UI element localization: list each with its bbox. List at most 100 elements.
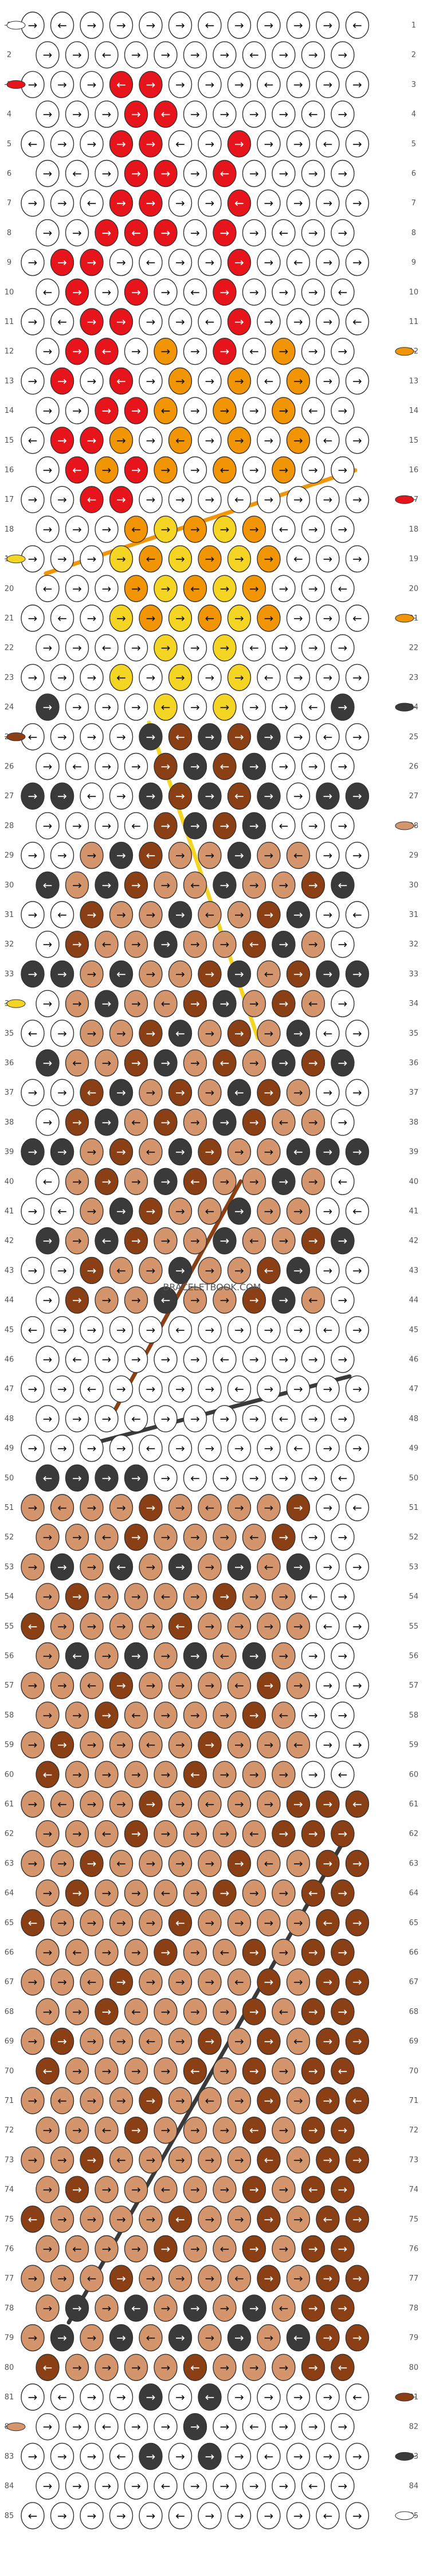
knot-shape xyxy=(21,1197,45,1225)
knot: → xyxy=(301,634,325,662)
knot-arrow-icon: ← xyxy=(323,2509,333,2523)
knot-arrow-icon: ← xyxy=(28,1916,38,1930)
knot-shape xyxy=(168,2027,193,2055)
knot-shape xyxy=(183,41,207,69)
knot: → xyxy=(168,1138,193,1166)
knot-arrow-icon: → xyxy=(234,1501,244,1515)
knot: → xyxy=(227,960,252,988)
knot-shape xyxy=(213,812,237,840)
knot-shape xyxy=(227,1256,252,1285)
knot-shape xyxy=(183,634,207,662)
knot-arrow-icon: → xyxy=(323,315,333,329)
knot: → xyxy=(50,1849,74,1878)
knot-shape xyxy=(286,1138,311,1166)
row-label-left: 28 xyxy=(5,822,14,830)
knot-arrow-icon: → xyxy=(43,404,53,417)
knot-arrow-icon: → xyxy=(28,1382,38,1396)
string-end-red xyxy=(6,80,26,89)
knot-shape xyxy=(227,308,252,335)
knot-arrow-icon: → xyxy=(161,1946,171,1960)
knot-arrow-icon: ← xyxy=(323,137,333,151)
knot-arrow-icon: → xyxy=(102,1946,112,1960)
knot: → xyxy=(331,2176,355,2203)
knot-arrow-icon: → xyxy=(131,1531,141,1544)
knot: → xyxy=(331,1642,355,1670)
knot: → xyxy=(257,604,281,632)
row-label-left: 4 xyxy=(7,110,11,119)
knot-arrow-icon: ← xyxy=(190,581,200,595)
knot-shape xyxy=(331,1286,355,1314)
knot: → xyxy=(154,871,178,899)
row-label-left: 20 xyxy=(5,584,14,593)
knot-shape xyxy=(316,1079,340,1106)
knot-shape xyxy=(183,1820,207,1848)
knot: → xyxy=(168,71,193,99)
knot-shape xyxy=(331,693,355,721)
knot-arrow-icon: → xyxy=(220,2360,230,2374)
knot: → xyxy=(65,1761,89,1789)
knot-shape xyxy=(272,812,296,840)
knot-shape xyxy=(286,189,311,217)
knot-shape xyxy=(80,901,104,928)
knot: ← xyxy=(139,248,163,276)
knot-arrow-icon: → xyxy=(43,2420,53,2434)
knot: → xyxy=(80,2502,104,2530)
knot-arrow-icon: → xyxy=(161,1708,171,1722)
knot-shape xyxy=(213,990,237,1017)
knot: → xyxy=(65,2472,89,2500)
knot-shape xyxy=(183,2235,207,2263)
knot: → xyxy=(198,960,222,988)
knot: → xyxy=(272,278,296,306)
knot-shape xyxy=(50,604,74,632)
knot-arrow-icon: → xyxy=(161,2301,171,2315)
knot: → xyxy=(227,248,252,276)
knot: → xyxy=(198,1375,222,1403)
knot: ← xyxy=(65,1049,89,1077)
knot: ← xyxy=(345,1494,370,1521)
knot-shape xyxy=(345,2324,370,2352)
knot-shape xyxy=(80,1909,104,1937)
knot: → xyxy=(316,1790,340,1818)
knot-arrow-icon: → xyxy=(352,1560,362,1574)
knot: → xyxy=(36,41,60,69)
knot-arrow-icon: → xyxy=(338,2420,348,2434)
row-label-left: 2 xyxy=(7,51,11,60)
knot: → xyxy=(21,545,45,573)
knot-arrow-icon: → xyxy=(72,1293,82,1307)
knot: ← xyxy=(154,100,178,128)
knot-shape xyxy=(139,130,163,158)
knot-arrow-icon: → xyxy=(205,1027,215,1040)
knot-arrow-icon: → xyxy=(72,285,82,299)
knot-shape xyxy=(301,2116,325,2144)
knot: → xyxy=(154,159,178,188)
knot: → xyxy=(50,1138,74,1166)
knot-shape xyxy=(139,1553,163,1581)
knot-shape xyxy=(168,841,193,869)
knot-shape xyxy=(65,159,89,188)
knot-shape xyxy=(301,1583,325,1610)
knot-shape xyxy=(65,1523,89,1551)
knot-shape xyxy=(36,1405,60,1433)
knot: → xyxy=(168,663,193,692)
knot: → xyxy=(154,456,178,484)
knot: → xyxy=(301,1227,325,1255)
knot: ← xyxy=(257,367,281,395)
knot-arrow-icon: → xyxy=(190,1056,200,1070)
knot: → xyxy=(227,2206,252,2233)
row-label-right: 59 xyxy=(409,1741,419,1750)
knot-arrow-icon: → xyxy=(220,404,230,417)
knot: → xyxy=(198,2027,222,2055)
knot-shape xyxy=(257,2206,281,2233)
knot-shape xyxy=(301,1286,325,1314)
knot-shape xyxy=(272,2176,296,2203)
knot-shape xyxy=(154,1761,178,1789)
knot: → xyxy=(124,2176,148,2203)
knot: ← xyxy=(227,1672,252,1699)
knot-arrow-icon: → xyxy=(43,1293,53,1307)
knot-shape xyxy=(50,1553,74,1581)
knot: → xyxy=(124,1345,148,1373)
knot-arrow-icon: ← xyxy=(43,285,53,299)
knot-arrow-icon: → xyxy=(146,493,156,506)
knot-arrow-icon: → xyxy=(102,760,112,774)
knot: → xyxy=(21,1790,45,1818)
